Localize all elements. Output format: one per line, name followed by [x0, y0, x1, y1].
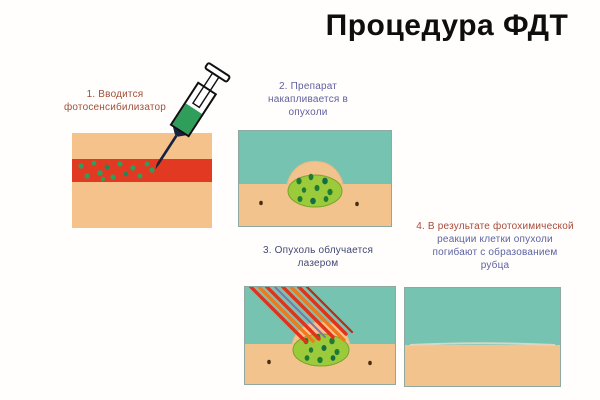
panel-1-label-line-1: 1. Вводится [86, 89, 144, 100]
panel-3-label: 3. Опухоль облучается лазером [253, 244, 383, 270]
page-title: Процедура ФДТ [325, 9, 569, 42]
syringe-drug-fill [172, 103, 202, 135]
panel-4-label-line-1: 4. В результате фотохимической [416, 221, 574, 232]
skin-cross-section-4 [404, 287, 561, 387]
syringe-barrel-outline [169, 81, 218, 138]
drug-particles [78, 160, 155, 182]
panel-4-label-line-3: погибают с образованием [432, 247, 558, 258]
panel-1-label: 1. Вводится фотосенсибилизатор [56, 88, 174, 114]
skin-pores [267, 359, 372, 366]
background-above-skin [404, 287, 561, 345]
skin-cross-section-3 [244, 286, 396, 385]
panel-2-illustration [238, 130, 392, 227]
skin-cross-section-1 [72, 133, 212, 228]
laser-beams [247, 286, 354, 344]
plunger-handle [204, 62, 231, 83]
panel-1-label-line-2: фотосенсибилизатор [63, 102, 167, 113]
panel-2-label-line-1: 2. Препарат [278, 81, 338, 92]
skin-cross-section-2 [238, 130, 392, 227]
tumor-drug-spots [296, 173, 333, 205]
panel-2-label: 2. Препарат накапливается в опухоли [247, 80, 369, 119]
syringe-barrel [170, 82, 216, 137]
panel-1-illustration [72, 133, 212, 228]
panel-3-illustration [244, 286, 396, 385]
panel-2-label-line-2: накапливается в опухоли [267, 94, 349, 118]
panel-border [238, 130, 392, 227]
plunger-rod [191, 72, 220, 109]
panel-border [404, 287, 561, 387]
panel-4-label-line-2: реакции клетки опухоли [437, 234, 553, 245]
skin-layer [404, 345, 561, 387]
panel-4-illustration [404, 287, 561, 387]
panel-3-label-line-1: 3. Опухоль облучается [262, 245, 374, 256]
skin-pores [259, 200, 359, 207]
panel-border [244, 286, 396, 385]
panel-4-label: 4. В результате фотохимической реакции к… [399, 220, 591, 272]
scar-line [409, 342, 556, 346]
panel-3-label-line-2: лазером [297, 258, 339, 269]
panel-4-label-line-4: рубца [480, 260, 510, 271]
